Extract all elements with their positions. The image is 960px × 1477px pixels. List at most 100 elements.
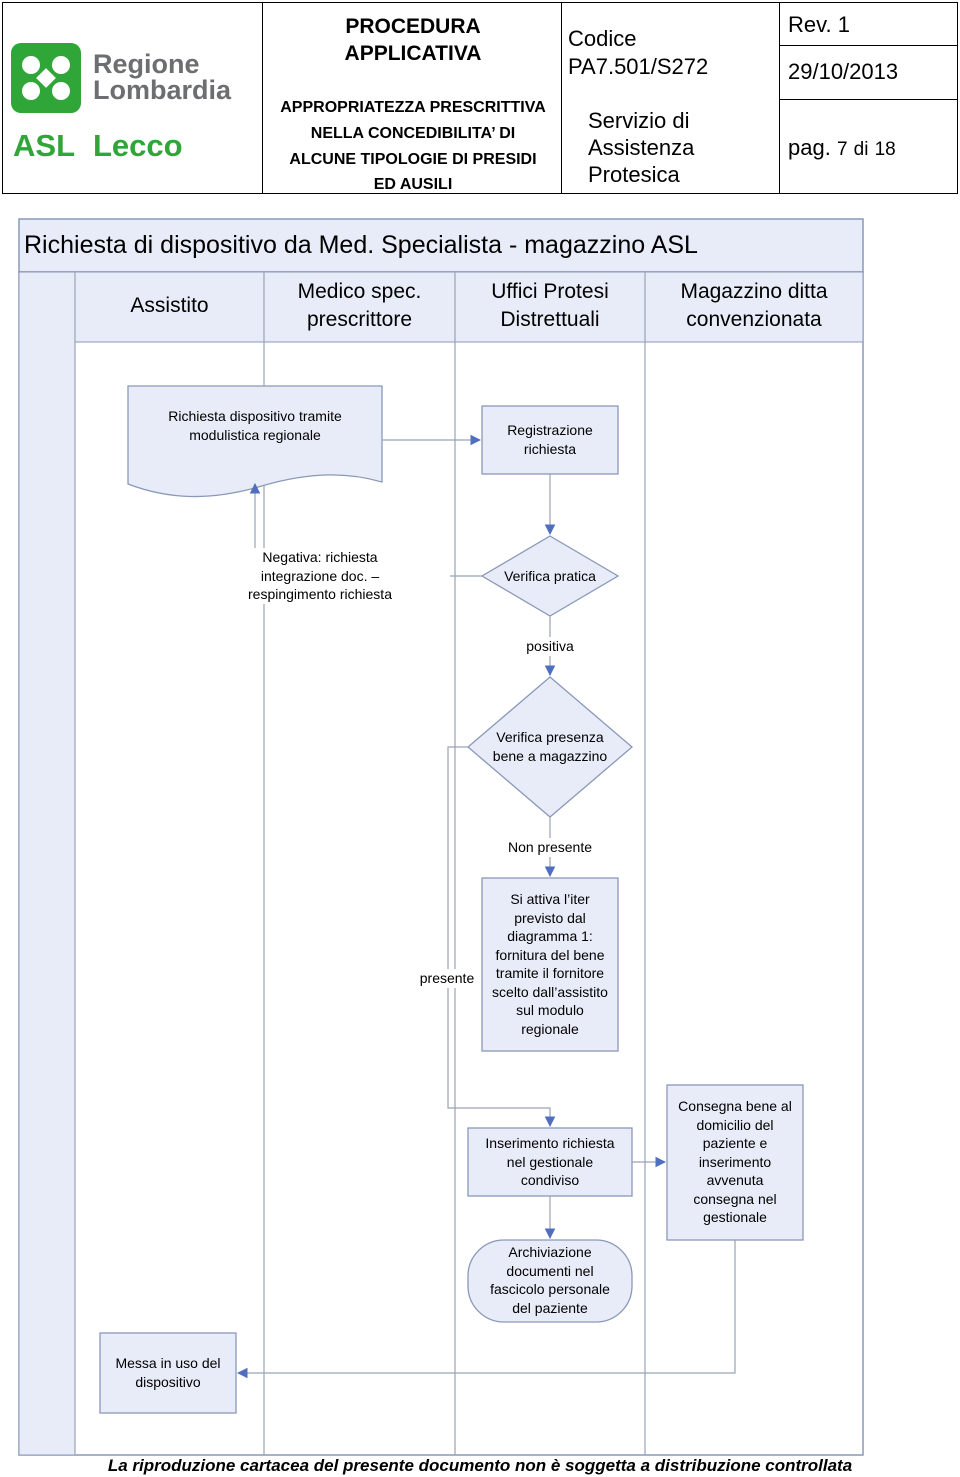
deliver-text: Consegna bene al domicilio del paziente … [667, 1097, 803, 1227]
negative-text: Negativa: richiesta integrazione doc. – … [190, 548, 450, 604]
text-line: respingimento richiesta [248, 586, 392, 602]
text-line: inserimento [698, 1153, 772, 1170]
text-line: tramite il fornitore [495, 965, 605, 981]
lane-header-magazzino: Magazzino ditta convenzionata [645, 278, 863, 334]
text-line: sul modulo [516, 1002, 584, 1018]
text-line: gestionale [703, 1209, 767, 1225]
page-current: 7 [836, 139, 848, 160]
text-line: richiesta [523, 440, 577, 457]
text-line: regionale [521, 1020, 579, 1037]
regione-lombardia-logo-icon [11, 43, 81, 113]
connector-deliver-inuse [236, 1240, 736, 1379]
text-line: del paziente [512, 1299, 588, 1316]
lane-header-line1: Medico spec. [297, 280, 422, 303]
text-line: Consegna bene al [678, 1098, 792, 1114]
insert-request-box [467, 1127, 633, 1197]
text-line: avvenuta [706, 1172, 764, 1188]
request-document-text: Richiesta dispositivo tramite modulistic… [128, 407, 382, 444]
insert-request-text: Inserimento richiesta nel gestionale con… [468, 1134, 632, 1190]
diagram-title: Richiesta di dispositivo da Med. Special… [24, 231, 698, 259]
page-cell: pag. 7 di 18 [779, 99, 958, 194]
lane-header-uffici: Uffici Protesi Distrettuali [455, 278, 645, 334]
text-line: diagramma 1: [507, 928, 593, 944]
text-line: Verifica pratica [504, 568, 596, 584]
logo-region-line1: Regione [93, 49, 200, 79]
page-number: pag. 7 di 18 [788, 134, 896, 164]
service-line1: Servizio di [588, 108, 690, 133]
lane-header-medico: Medico spec. prescrittore [264, 278, 455, 334]
text-line: Registrazione [507, 422, 593, 438]
service-line2: Assistenza [588, 135, 695, 160]
lane-header-line1: Assistito [130, 294, 209, 317]
text-line: Archiviazione [508, 1244, 592, 1260]
positive-label: positiva [500, 637, 600, 656]
procedure-type-line1: PROCEDURA [345, 15, 481, 38]
date-cell: 29/10/2013 [779, 45, 958, 100]
lane-header-line2: Distrettuali [500, 308, 600, 331]
deliver-box [666, 1084, 804, 1241]
code-label: Codice [568, 26, 637, 51]
date: 29/10/2013 [788, 59, 899, 84]
text-line: documenti nel [506, 1262, 594, 1279]
logo-cell: Regione Lombardia ASL Lecco [2, 2, 263, 194]
text-line: dispositivo [135, 1373, 201, 1390]
lane-header-line1: Uffici Protesi [491, 280, 609, 303]
code-cell: Codice PA7.501/S272 Servizio di Assisten… [561, 2, 780, 194]
not-present-label: Non presente [490, 838, 610, 857]
text-line: modulistica regionale [189, 426, 321, 443]
procedure-title-1: APPROPRIATEZZA PRESCRITTIVA [280, 99, 546, 116]
verify-stock-text: Verifica presenza bene a magazzino [470, 728, 630, 765]
in-use-box [99, 1332, 237, 1414]
procedure-title-2: NELLA CONCEDIBILITA’ DI [310, 125, 516, 142]
text-line: scelto dall’assistito [492, 983, 608, 1000]
text-line: Verifica presenza [496, 729, 604, 745]
text-line: Richiesta dispositivo tramite [168, 408, 342, 424]
text-line: Inserimento richiesta [485, 1135, 615, 1151]
procedure-type-line2: APPLICATIVA [344, 42, 482, 65]
text-line: paziente e [702, 1135, 768, 1151]
text-line: Si attiva l’iter [510, 891, 590, 907]
text-line: fascicolo personale [490, 1281, 610, 1297]
text-line: condiviso [520, 1172, 580, 1188]
verify-practice-text: Verifica pratica [482, 567, 618, 586]
archive-terminator [467, 1239, 633, 1323]
lane-header-line2: convenzionata [686, 308, 822, 331]
lane-header-line1: Magazzino ditta [680, 280, 828, 303]
service-line3: Protesica [588, 162, 680, 187]
logo-city: Lecco [93, 128, 183, 163]
lane-header-line2: prescrittore [306, 308, 413, 331]
text-line: Negativa: richiesta [262, 549, 378, 565]
text-line: nel gestionale [506, 1153, 594, 1170]
page-total: 18 [874, 139, 896, 160]
logo-region-line2: Lombardia [93, 75, 232, 105]
page-of: di [853, 139, 869, 160]
footer-notice: La riproduzione cartacea del presente do… [107, 1456, 853, 1475]
procedure-cell: PROCEDURA APPLICATIVA APPROPRIATEZZA PRE… [262, 2, 562, 194]
connector-stock-insert [447, 746, 556, 1128]
diagram-title-bar [18, 218, 864, 273]
registration-box [481, 405, 619, 475]
revision: Rev. 1 [788, 12, 850, 37]
in-use-text: Messa in uso del dispositivo [100, 1354, 236, 1391]
iter-box [481, 877, 619, 1052]
text-line: consegna nel [693, 1190, 777, 1207]
registration-text: Registrazione richiesta [482, 421, 618, 458]
logo-asl: ASL [13, 128, 75, 163]
lane-header-row [74, 271, 864, 343]
page-label: pag. [788, 135, 831, 160]
text-line: domicilio del [696, 1116, 774, 1133]
archive-text: Archiviazione documenti nel fascicolo pe… [468, 1243, 632, 1317]
text-line: previsto dal [514, 909, 586, 926]
iter-text: Si attiva l’iter previsto dal diagramma … [482, 890, 618, 1038]
text-line: Messa in uso del [115, 1355, 221, 1371]
present-label: presente [414, 969, 480, 988]
text-line: fornitura del bene [495, 946, 605, 963]
text-line: integrazione doc. – [260, 567, 380, 584]
procedure-title-4: ED AUSILI [373, 176, 453, 193]
procedure-title-3: ALCUNE TIPOLOGIE DI PRESIDI [289, 151, 537, 168]
pool-label-stripe [18, 271, 76, 1456]
lane-header-assistito: Assistito [75, 278, 264, 334]
text-line: bene a magazzino [492, 747, 608, 764]
code-value: PA7.501/S272 [568, 54, 709, 79]
